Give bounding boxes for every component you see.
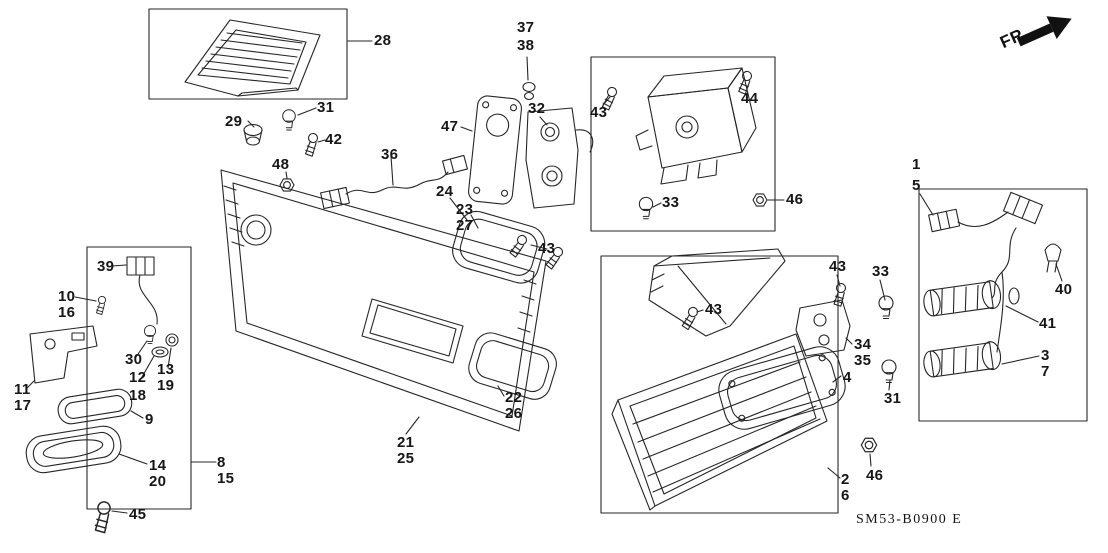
part-label-1: 1: [912, 156, 921, 173]
part-label-35: 35: [854, 352, 872, 369]
socket-bracket-32: [525, 107, 594, 209]
gasket-47: [468, 95, 522, 205]
part-label-17: 17: [14, 397, 32, 414]
part-label-6: 6: [841, 487, 850, 504]
part-label-45: 45: [129, 506, 147, 523]
bulb-30-icon: [143, 324, 157, 344]
taillight-lens-2-6: [611, 333, 828, 511]
part-label-31-a: 31: [317, 99, 335, 116]
socket-13-19: [165, 333, 179, 347]
group-box-wire-harness: [918, 188, 1088, 422]
rear-garnish-21-25: [220, 169, 547, 432]
bracket-34-35: [795, 299, 851, 357]
bulb-33-left-icon: [638, 196, 654, 220]
group-box-license-lamp: [86, 246, 192, 510]
bulb-31-right-icon: [881, 359, 897, 384]
part-label-8: 8: [217, 454, 226, 471]
part-label-43-d: 43: [705, 301, 723, 318]
part-label-40: 40: [1055, 281, 1073, 298]
clip-10-16-icon: [95, 295, 107, 316]
part-label-22: 22: [505, 389, 523, 406]
part-label-47: 47: [441, 118, 459, 135]
part-label-2: 2: [841, 471, 850, 488]
socket-3-7-lower: [921, 339, 1003, 380]
part-label-48: 48: [272, 156, 290, 173]
part-label-19: 19: [157, 377, 175, 394]
part-label-24: 24: [436, 183, 454, 200]
part-label-31-b: 31: [884, 390, 902, 407]
part-label-44: 44: [741, 90, 759, 107]
part-label-11: 11: [14, 381, 31, 398]
taillight-trim: [648, 248, 786, 337]
group-box-taillight-unit: [600, 255, 839, 514]
part-label-15: 15: [217, 470, 235, 487]
part-label-37: 37: [517, 19, 535, 36]
harness-36: [320, 154, 468, 210]
part-label-43-b: 43: [538, 240, 556, 257]
part-label-30: 30: [125, 351, 143, 368]
screw-45-icon: [93, 500, 112, 534]
part-label-46-b: 46: [866, 467, 884, 484]
lens-9: [57, 388, 133, 425]
grommet-37-38: [522, 81, 536, 101]
nut-46-right-icon: [860, 437, 878, 453]
part-label-13: 13: [157, 361, 175, 378]
bulb-31-icon: [282, 109, 296, 131]
connector-39: [126, 256, 158, 325]
nut-48-icon: [279, 178, 295, 192]
housing-gasket-14-20: [25, 425, 122, 474]
part-label-27: 27: [456, 217, 474, 234]
part-label-43-a: 43: [590, 104, 608, 121]
part-label-32: 32: [528, 100, 546, 117]
part-label-46-a: 46: [786, 191, 804, 208]
group-box-rear-panel: [590, 56, 776, 232]
part-label-10: 10: [58, 288, 76, 305]
part-label-21: 21: [397, 434, 415, 451]
part-label-12: 12: [129, 369, 147, 386]
part-label-39: 39: [97, 258, 115, 275]
part-label-14: 14: [149, 457, 167, 474]
gasket-4: [718, 346, 846, 430]
gasket-22-26: [468, 332, 557, 400]
part-label-29: 29: [225, 113, 243, 130]
bracket-11-17: [29, 325, 98, 384]
fr-direction-arrow: [1016, 16, 1072, 47]
high-mount-lamp-drawing: [184, 19, 321, 97]
part-label-33-b: 33: [872, 263, 890, 280]
clip-40: [1044, 243, 1062, 273]
bulb-33-right-icon: [878, 295, 894, 320]
gasket-12-18: [151, 346, 169, 358]
part-label-43-c: 43: [829, 258, 847, 275]
part-label-26: 26: [505, 405, 523, 422]
part-label-9: 9: [145, 411, 154, 428]
rear-panel-housing: [635, 67, 757, 185]
part-label-3: 3: [1041, 347, 1050, 364]
part-label-18: 18: [129, 387, 147, 404]
part-label-42: 42: [325, 131, 343, 148]
screw-43-inner-icon: [680, 305, 700, 331]
part-label-16: 16: [58, 304, 76, 321]
diagram-code: SM53-B0900 E: [856, 512, 963, 527]
harness-assembly-1-5: [928, 191, 1044, 353]
part-label-20: 20: [149, 473, 167, 490]
screw-42-icon: [304, 132, 319, 158]
part-label-5: 5: [912, 177, 921, 194]
part-label-38: 38: [517, 37, 535, 54]
part-label-28: 28: [374, 32, 392, 49]
part-label-33-a: 33: [662, 194, 680, 211]
socket-3-7-upper: [921, 278, 1003, 319]
part-label-23: 23: [456, 201, 474, 218]
nut-46-left-icon: [752, 193, 768, 207]
part-label-4: 4: [843, 369, 852, 386]
leader-lines: [26, 40, 1063, 514]
group-box-high-mount-lamp: [148, 8, 348, 100]
part-label-25: 25: [397, 450, 415, 467]
bulb-socket-29: [243, 123, 263, 146]
part-label-7: 7: [1041, 363, 1050, 380]
screw-43-mid-icon: [508, 233, 529, 259]
part-label-36: 36: [381, 146, 399, 163]
part-label-34: 34: [854, 336, 872, 353]
part-label-41: 41: [1039, 315, 1057, 332]
